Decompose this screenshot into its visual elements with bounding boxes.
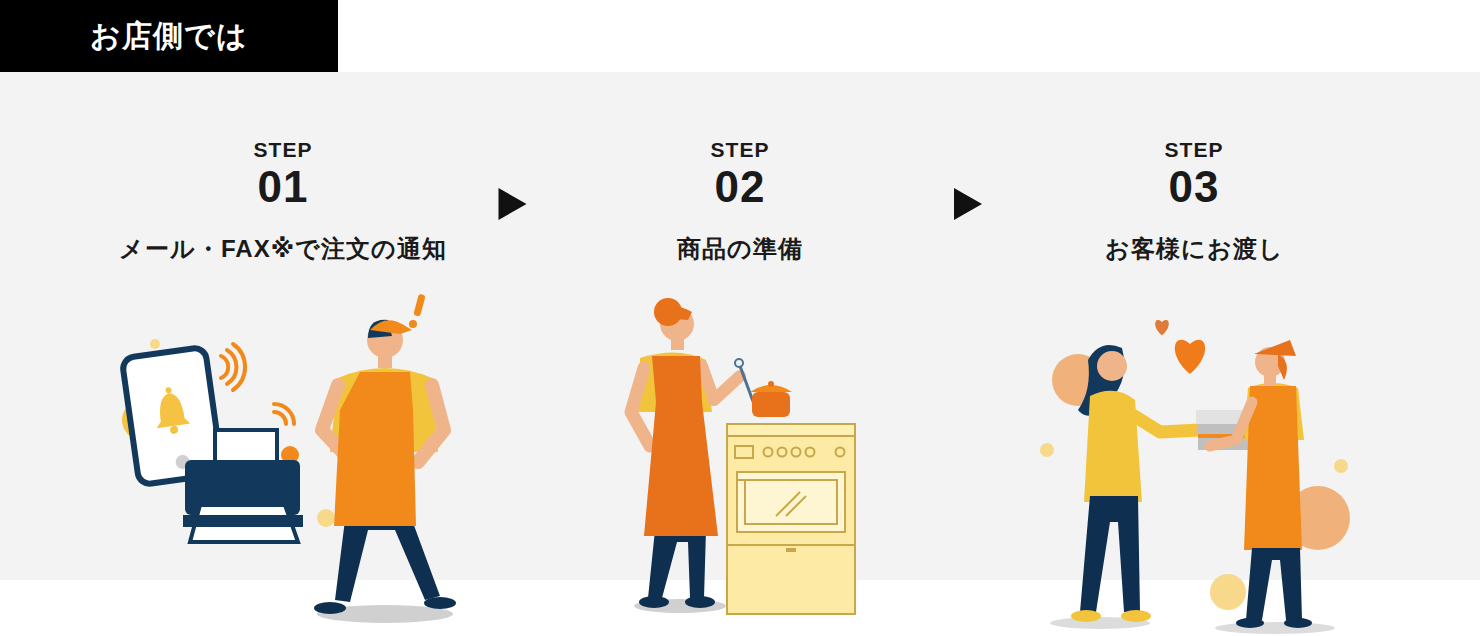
step-number: 01	[83, 164, 483, 210]
step-caption: お客様にお渡し	[994, 232, 1394, 266]
cooking-illustration	[631, 298, 855, 614]
step-arrow	[940, 188, 994, 220]
title: お店側では	[0, 0, 338, 72]
step-caption: メール・FAX※で注文の通知	[83, 232, 483, 266]
arrow-head	[499, 188, 527, 220]
step-number: 02	[540, 164, 940, 210]
step-caption: 商品の準備	[540, 232, 940, 266]
arrow-head	[954, 188, 982, 220]
title-tab: お店側では	[0, 0, 338, 72]
step-block: STEP02 商品の準備	[540, 138, 940, 266]
step-arrow	[483, 188, 540, 220]
step-block: STEP01 メール・FAX※で注文の通知	[83, 138, 483, 266]
handover-illustration	[1040, 320, 1350, 634]
step-label: STEP	[83, 138, 483, 162]
notification-illustration	[122, 294, 456, 623]
step-label: STEP	[994, 138, 1394, 162]
step-number: 03	[994, 164, 1394, 210]
step-label: STEP	[540, 138, 940, 162]
step-block: STEP03 お客様にお渡し	[994, 138, 1394, 266]
